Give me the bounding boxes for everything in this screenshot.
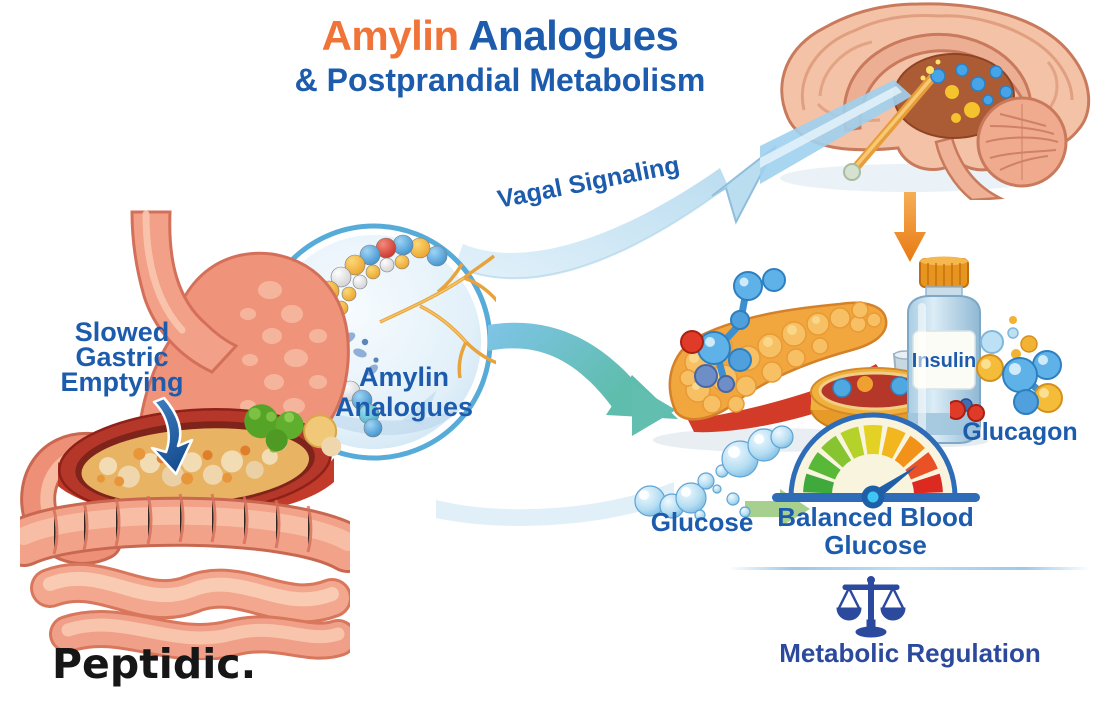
glucagon-molecule [950, 316, 1063, 422]
pancreatic-duct [688, 364, 881, 433]
inset-label-line1: Amylin [359, 362, 449, 392]
title-line1: Amylin Analogues [230, 12, 770, 60]
brand-logo: Peptidic. [52, 640, 257, 688]
brainstem [934, 136, 1005, 200]
neurotransmitter-dots [920, 59, 1013, 124]
page-title: Amylin Analogues & Postprandial Metaboli… [230, 12, 770, 99]
title-analogues: Analogues [458, 12, 679, 59]
insulin-label: Insulin [912, 350, 976, 372]
vial-label [912, 330, 976, 390]
balanced-blood-glucose-label: Balanced Blood Glucose [777, 502, 974, 560]
arrowhead-to-pancreas [632, 384, 676, 436]
stomach-contents-bowl [58, 404, 342, 516]
molecule-on-pancreas [680, 268, 786, 393]
amylin-analogues-inset: Amylin Analogues [255, 223, 496, 461]
cerebellum [976, 96, 1068, 188]
balance-scale-icon [836, 576, 906, 638]
inset-label-line2: Analogues [335, 392, 473, 422]
glucagon-label: Glucagon [962, 418, 1078, 446]
small-intestine [30, 562, 350, 660]
esophagus [130, 210, 239, 374]
stomach-illustration [20, 210, 350, 660]
brain-illustration [760, 2, 1091, 200]
broccoli [244, 404, 304, 453]
title-line2: & Postprandial Metabolism [294, 62, 706, 98]
glucose-label: Glucose [650, 507, 754, 537]
blood-glucose-gauge [772, 412, 980, 509]
metabolic-regulation-label: Metabolic Regulation [779, 638, 1041, 668]
gastric-emptying-arrow-icon [150, 396, 194, 476]
gauge-segments [803, 424, 943, 494]
slowed-gastric-emptying-label: Slowed Gastric Emptying [60, 317, 184, 397]
title-amylin: Amylin [321, 12, 460, 59]
brain-to-insulin-arrow-icon [894, 192, 926, 262]
glucose-flow-band [436, 482, 674, 526]
divider-line [728, 567, 1090, 570]
